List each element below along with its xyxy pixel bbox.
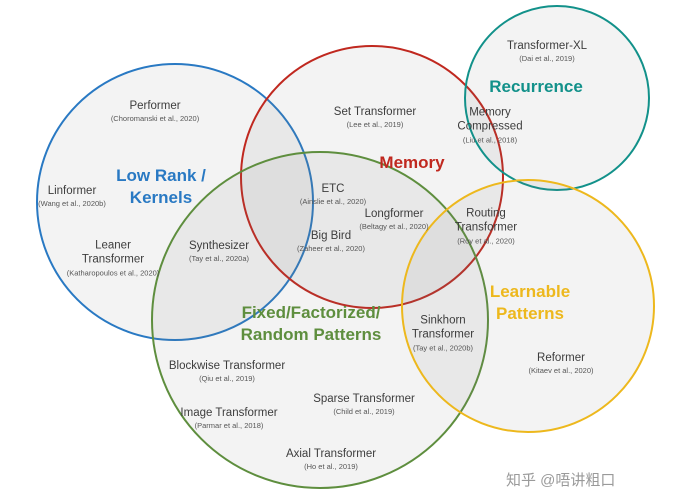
group-label-recurrence: Recurrence — [489, 76, 583, 96]
entry-name: Axial Transformer — [285, 447, 377, 460]
entry-name: Big Bird — [310, 229, 352, 242]
entry-leaner-transformer: Leaner Transformer (Katharopoulos et al.… — [67, 239, 160, 278]
group-label-fixed-patterns: Fixed/Factorized/ Random Patterns — [240, 302, 382, 344]
entry-name: Set Transformer — [333, 105, 417, 118]
entry-axial-transformer: Axial Transformer (Ho et al., 2019) — [286, 447, 376, 471]
entry-name: Sinkhorn Transformer — [411, 314, 475, 341]
entry-name: ETC — [321, 182, 345, 195]
entry-name: Performer — [129, 99, 181, 112]
entry-routing-transformer: Routing Transformer (Roy et al., 2020) — [455, 207, 517, 246]
entry-name: Blockwise Transformer — [168, 359, 286, 372]
entry-cite: (Dai et al., 2019) — [519, 54, 575, 64]
entry-cite: (Qiu et al., 2019) — [199, 374, 255, 384]
memory-circle — [240, 45, 504, 309]
entry-cite: (Wang et al., 2020b) — [38, 199, 106, 209]
entry-blockwise-transformer: Blockwise Transformer (Qiu et al., 2019) — [169, 359, 285, 383]
entry-cite: (Beltagy et al., 2020) — [359, 222, 429, 232]
entry-cite: (Kitaev et al., 2020) — [528, 366, 594, 376]
entry-cite: (Zaheer et al., 2020) — [297, 244, 365, 254]
learnable-patterns-circle — [401, 179, 655, 433]
entry-cite: (Tay et al., 2020a) — [188, 254, 250, 264]
entry-cite: (Lee et al., 2019) — [346, 120, 404, 130]
entry-performer: Performer (Choromanski et al., 2020) — [111, 99, 199, 123]
entry-memory-compressed: Memory Compressed (Liu et al., 2018) — [457, 106, 522, 145]
entry-name: Reformer — [537, 351, 585, 364]
fixed-patterns-circle — [151, 151, 489, 489]
entry-longformer: Longformer (Beltagy et al., 2020) — [359, 207, 428, 231]
entry-linformer: Linformer (Wang et al., 2020b) — [38, 184, 106, 208]
entry-big-bird: Big Bird (Zaheer et al., 2020) — [297, 229, 365, 253]
entry-cite: (Tay et al., 2020b) — [412, 343, 474, 353]
entry-cite: (Choromanski et al., 2020) — [110, 114, 200, 124]
entry-name: Longformer — [364, 207, 424, 220]
entry-name: Memory Compressed — [457, 106, 523, 133]
entry-cite: (Liu et al., 2018) — [462, 135, 518, 145]
entry-cite: (Roy et al., 2020) — [457, 236, 515, 246]
entry-cite: (Katharopoulos et al., 2020) — [66, 268, 160, 278]
entry-name: Routing Transformer — [454, 207, 518, 234]
entry-transformer-xl: Transformer-XL (Dai et al., 2019) — [507, 39, 587, 63]
entry-image-transformer: Image Transformer (Parmar et al., 2018) — [180, 406, 277, 430]
entry-cite: (Parmar et al., 2018) — [194, 421, 264, 431]
group-label-low-rank-kernels: Low Rank / Kernels — [116, 165, 206, 207]
entry-cite: (Ho et al., 2019) — [304, 462, 358, 472]
entry-synthesizer: Synthesizer (Tay et al., 2020a) — [189, 239, 249, 263]
entry-name: Synthesizer — [188, 239, 250, 252]
group-label-learnable-patterns: Learnable Patterns — [489, 281, 571, 323]
entry-name: Image Transformer — [180, 406, 278, 419]
entry-sinkhorn-transformer: Sinkhorn Transformer (Tay et al., 2020b) — [412, 314, 474, 353]
entry-set-transformer: Set Transformer (Lee et al., 2019) — [334, 105, 416, 129]
entry-etc: ETC (Ainslie et al., 2020) — [300, 182, 366, 206]
entry-name: Linformer — [47, 184, 97, 197]
watermark: 知乎 @唔讲粗口 — [506, 472, 616, 489]
entry-cite: (Ainslie et al., 2020) — [299, 197, 367, 207]
entry-name: Leaner Transformer — [81, 239, 145, 266]
entry-name: Transformer-XL — [506, 39, 588, 52]
recurrence-circle — [464, 5, 650, 191]
low-rank-kernels-circle — [36, 63, 314, 341]
entry-name: Sparse Transformer — [313, 392, 415, 405]
entry-cite: (Child et al., 2019) — [333, 407, 395, 417]
entry-reformer: Reformer (Kitaev et al., 2020) — [528, 351, 593, 375]
group-label-memory: Memory — [379, 152, 445, 172]
entry-sparse-transformer: Sparse Transformer (Child et al., 2019) — [313, 392, 415, 416]
